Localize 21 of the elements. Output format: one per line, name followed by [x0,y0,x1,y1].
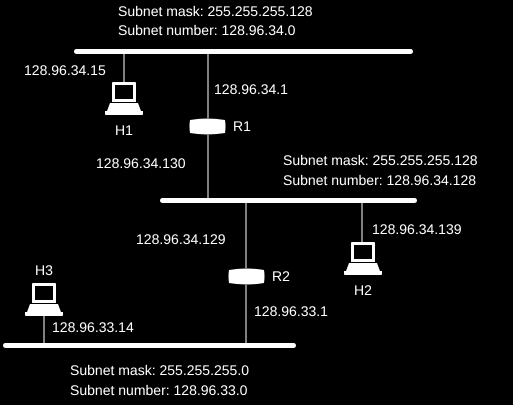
host-name: H2 [353,282,373,298]
subnet-label: Subnet mask: 255.255.255.0 [70,362,250,378]
subnet-label: Subnet number: 128.96.34.0 [118,22,296,38]
ip-address-label: 128.96.33.14 [52,319,134,335]
subnet-label: Subnet mask: 255.255.255.128 [118,3,313,19]
network-bus [74,49,413,54]
ip-address-label: 128.96.34.15 [24,62,106,78]
router-name: R1 [233,118,251,134]
ip-address-label: 128.96.34.130 [96,155,186,171]
network-bus [160,198,417,203]
subnet-label: Subnet mask: 255.255.255.128 [283,152,478,168]
ip-address-label: 128.96.33.1 [254,303,328,319]
ip-address-label: 128.96.34.1 [214,81,288,97]
host-name: H3 [34,262,54,278]
ip-address-label: 128.96.34.129 [136,231,226,247]
ip-address-label: 128.96.34.139 [372,221,462,237]
network-bus [3,343,296,348]
subnet-label: Subnet number: 128.96.34.128 [283,172,476,188]
subnet-label: Subnet number: 128.96.33.0 [70,382,248,398]
router-name: R2 [272,268,290,284]
host-name: H1 [114,122,134,138]
